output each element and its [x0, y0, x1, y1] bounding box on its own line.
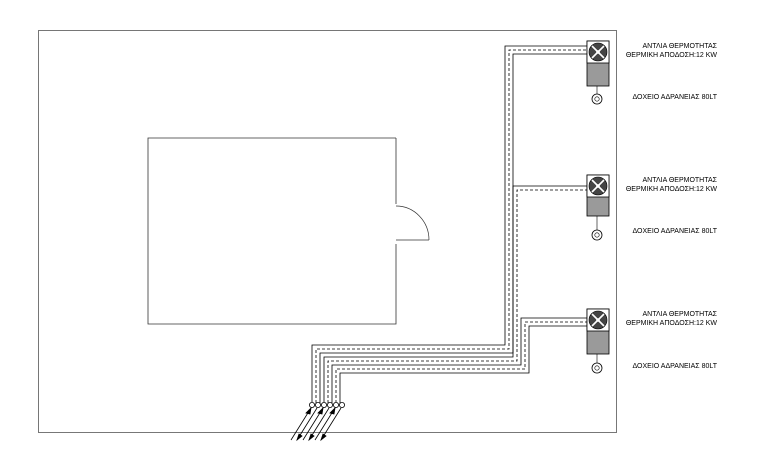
- pipe-run-unit-3: [331, 317, 588, 403]
- plot-boundary: [38, 30, 617, 433]
- pipe-entry-2: [314, 401, 321, 408]
- heat-pump-fan-icon: [586, 40, 610, 64]
- storage-tank-label: ΔΟΧΕΙΟ ΑΔΡΑΝΕΙΑΣ 80LT: [632, 94, 717, 101]
- unit-3-title: ΑΝΤΛΙΑ ΘΕΡΜΟΤΗΤΑΣ ΘΕΡΜΙΚΗ ΑΠΟΔΟΣΗ:12 KW: [612, 310, 717, 328]
- buffer-tank-icon: [591, 216, 603, 241]
- heat-pump-label: ΑΝΤΛΙΑ ΘΕΡΜΟΤΗΤΑΣ: [642, 43, 717, 50]
- heat-pump-label: ΑΝΤΛΙΑ ΘΕΡΜΟΤΗΤΑΣ: [642, 177, 717, 184]
- heat-pump-fan-icon: [586, 308, 610, 332]
- storage-tank-label: ΔΟΧΕΙΟ ΑΔΡΑΝΕΙΑΣ 80LT: [632, 363, 717, 370]
- building-footprint: [147, 137, 430, 325]
- storage-tank-label: ΔΟΧΕΙΟ ΑΔΡΑΝΕΙΑΣ 80LT: [632, 228, 717, 235]
- pipe-arrow-icon: [290, 406, 342, 442]
- heat-pump-2: [586, 174, 610, 217]
- pipe-run-unit-1: [311, 45, 592, 403]
- heat-pump-label: ΑΝΤΛΙΑ ΘΕΡΜΟΤΗΤΑΣ: [642, 311, 717, 318]
- pipe-entry-6: [338, 401, 345, 408]
- heat-pump-fan-icon: [586, 174, 610, 198]
- heat-pump-3: [586, 308, 610, 355]
- unit-2-title: ΑΝΤΛΙΑ ΘΕΡΜΟΤΗΤΑΣ ΘΕΡΜΙΚΗ ΑΠΟΔΟΣΗ:12 KW: [612, 176, 717, 194]
- pipe-entry-4: [326, 401, 333, 408]
- pipe-entry-1: [308, 401, 315, 408]
- door-swing: [395, 205, 430, 241]
- buffer-tank-icon: [591, 354, 603, 374]
- pipe-entry-3: [320, 401, 327, 408]
- thermal-output-label: ΘΕΡΜΙΚΗ ΑΠΟΔΟΣΗ:12 KW: [625, 186, 717, 193]
- thermal-output-label: ΘΕΡΜΙΚΗ ΑΠΟΔΟΣΗ:12 KW: [625, 52, 717, 59]
- buffer-tank-icon: [591, 86, 603, 105]
- pipe-entry-points: [308, 401, 345, 408]
- thermal-output-label: ΘΕΡΜΙΚΗ ΑΠΟΔΟΣΗ:12 KW: [625, 320, 717, 327]
- heat-pump-1: [586, 40, 610, 87]
- unit-1-title: ΑΝΤΛΙΑ ΘΕΡΜΟΤΗΤΑΣ ΘΕΡΜΙΚΗ ΑΠΟΔΟΣΗ:12 KW: [612, 42, 717, 60]
- pipe-entry-5: [332, 401, 339, 408]
- pipe-run-unit-2: [323, 185, 588, 403]
